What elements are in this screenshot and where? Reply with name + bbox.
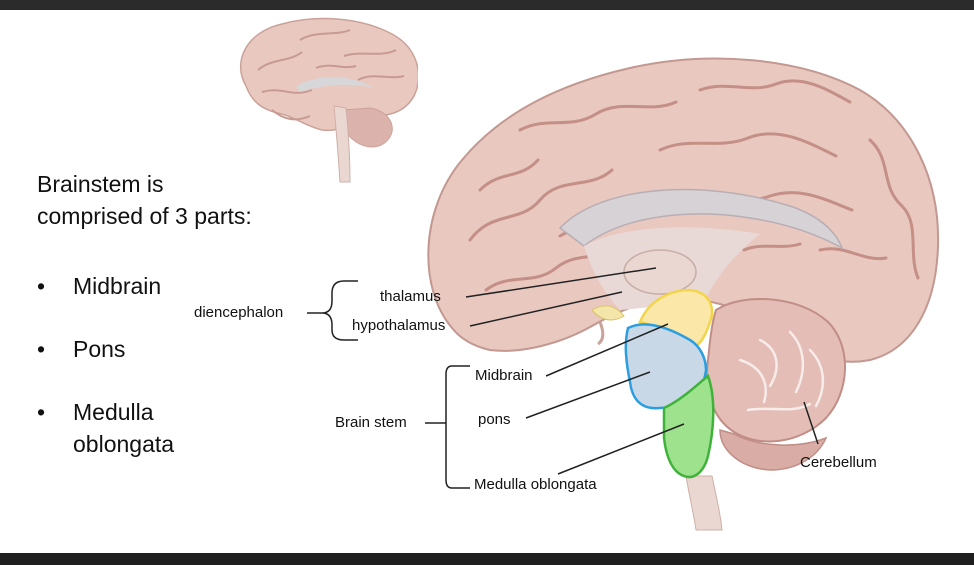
pons-leader [525, 371, 651, 419]
midbrain-label: Midbrain [475, 367, 533, 384]
bullet-icon: • [37, 399, 46, 425]
slide: Brainstem is comprised of 3 parts: • Mid… [0, 10, 974, 553]
brain-stem-label: Brain stem [335, 414, 407, 431]
thalamus-leader [465, 267, 657, 298]
hypothalamus-label: hypothalamus [352, 317, 446, 334]
intro-line-2: comprised of 3 parts: [37, 203, 252, 229]
midbrain-leader [545, 323, 669, 377]
pons-label: pons [478, 411, 511, 428]
diencephalon-bracket [307, 280, 358, 341]
bullet-icon: • [37, 273, 46, 299]
list-item-label: Medulla [73, 399, 154, 425]
thalamus-label: thalamus [380, 288, 441, 305]
hypothalamus-leader [469, 291, 623, 327]
diencephalon-label: diencephalon [194, 304, 284, 321]
list-item-label: Midbrain [73, 273, 162, 299]
list-item: • Pons [37, 333, 213, 365]
cerebellum-label: Cerebellum [800, 454, 877, 471]
brainstem-parts-list: • Midbrain • Pons • Medulla oblongata [37, 270, 213, 460]
list-item-label: Pons [73, 336, 126, 362]
medulla-oblongata-label: Medulla oblongata [474, 476, 597, 493]
brain-diagram [233, 14, 942, 531]
bullet-icon: • [37, 336, 46, 362]
medulla-leader [557, 423, 685, 475]
large-brain-image [418, 46, 942, 531]
cerebellum-leader [803, 401, 819, 445]
intro-line-1: Brainstem is [37, 171, 164, 197]
leader-lines [465, 267, 819, 475]
brain-stem-bracket [425, 365, 470, 489]
bottom-bar [0, 553, 974, 565]
list-item: • Midbrain [37, 270, 213, 302]
list-item-label-continuation: oblongata [73, 431, 175, 457]
thumbnail-brain-image [233, 14, 425, 184]
intro-text: Brainstem is comprised of 3 parts: [37, 168, 297, 232]
list-item: • Medulla oblongata [37, 396, 213, 460]
